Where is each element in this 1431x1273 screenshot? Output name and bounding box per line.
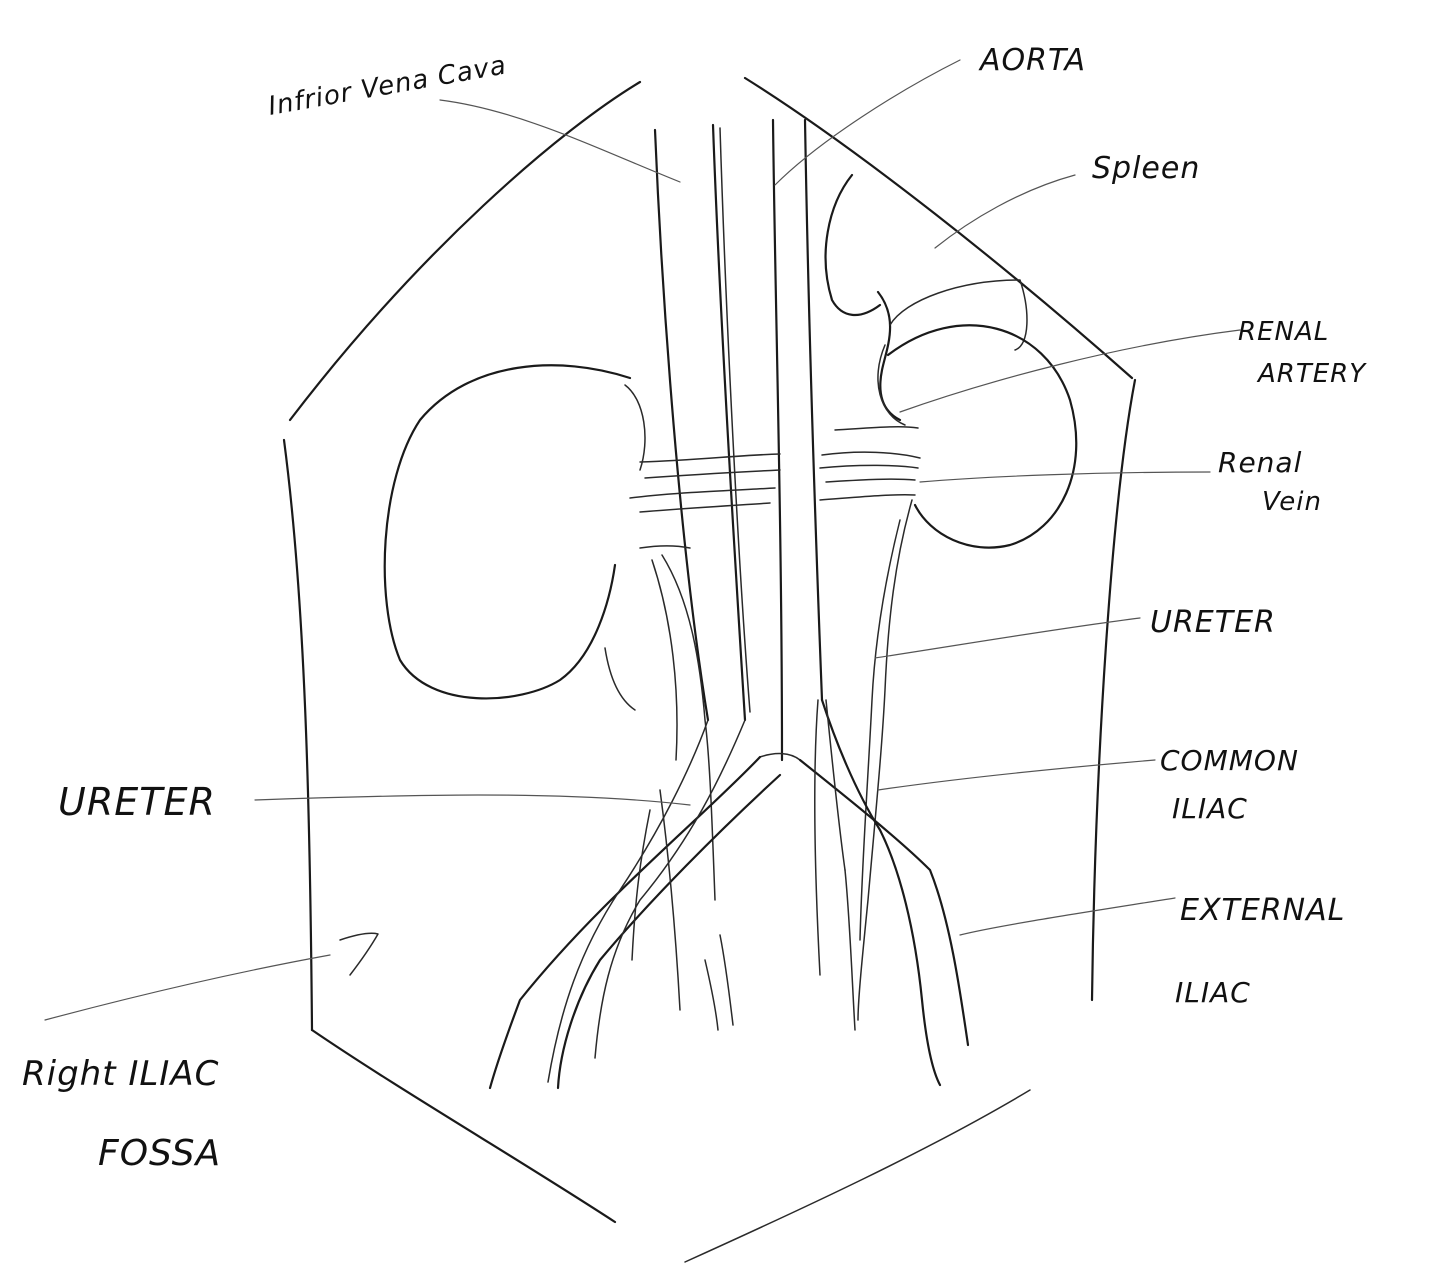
label-external-iliac-line2: ILIAC [1175, 976, 1251, 1009]
label-ureter-left: URETER [58, 780, 216, 824]
label-common-iliac-line1: COMMON [1160, 744, 1299, 777]
external-iliac-vessels [548, 700, 855, 1082]
label-aorta: AORTA [978, 43, 1086, 78]
label-external-iliac-line1: EXTERNAL [1180, 893, 1345, 928]
label-renal-artery-line1: RENAL [1238, 317, 1329, 347]
label-common-iliac-line2: ILIAC [1172, 792, 1248, 825]
label-fossa-line1: Right ILIAC [22, 1054, 219, 1094]
label-spleen: Spleen [1092, 151, 1200, 186]
leader-lines [45, 60, 1240, 1020]
spleen [826, 175, 1027, 420]
label-renal-artery-line2: ARTERY [1256, 359, 1367, 389]
label-fossa-line2: FOSSA [98, 1133, 221, 1174]
aorta [760, 120, 822, 760]
label-ureter-right: URETER [1150, 605, 1276, 640]
right-kidney [385, 365, 645, 710]
torso-outline [284, 78, 1135, 1262]
label-inferior-vena-cava: Infrior Vena Cava [266, 50, 509, 121]
label-renal-vein-line1: Renal [1218, 446, 1302, 479]
renal-vessels [630, 427, 920, 548]
label-renal-vein-line2: Vein [1262, 487, 1322, 517]
